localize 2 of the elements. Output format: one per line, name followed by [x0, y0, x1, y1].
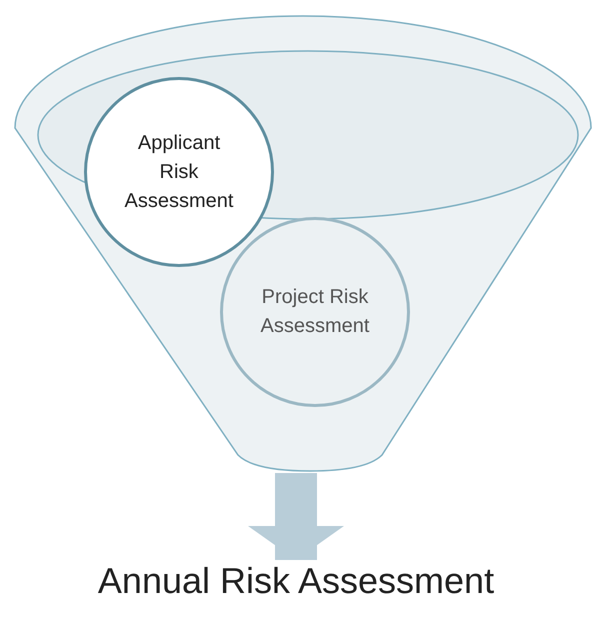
arrow [248, 473, 344, 560]
result-label: Annual Risk Assessment [40, 560, 552, 610]
